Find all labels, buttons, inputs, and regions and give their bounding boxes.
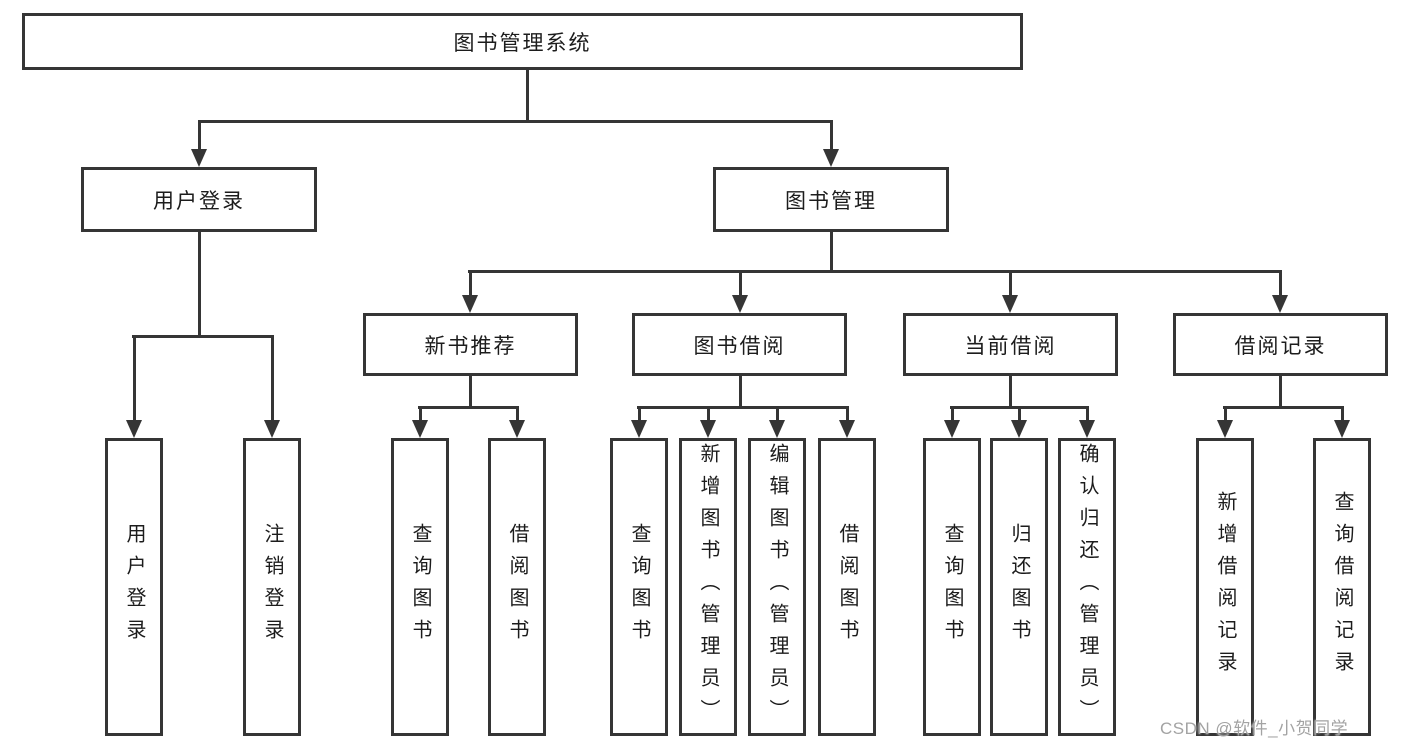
node-book-borrow: 图书借阅 [632, 313, 847, 376]
connector-vline [1341, 406, 1344, 422]
connector-vline [198, 120, 201, 151]
arrow-down-icon [769, 420, 785, 438]
connector-vline [830, 232, 833, 271]
arrow-down-icon [1011, 420, 1027, 438]
arrow-down-icon [1217, 420, 1233, 438]
connector-vline [739, 376, 742, 406]
connector-vline [707, 406, 710, 422]
connector-vline [1279, 376, 1282, 406]
connector-hline [198, 120, 832, 123]
node-current-borrow: 当前借阅 [903, 313, 1118, 376]
arrow-down-icon [1334, 420, 1350, 438]
node-book-management: 图书管理 [713, 167, 949, 232]
leaf-query-borrow-record: 查询借阅记录 [1313, 438, 1371, 736]
leaf-confirm-return-admin: 确认归还（管理员） [1058, 438, 1116, 736]
connector-vline [133, 335, 136, 422]
leaf-add-book-admin: 新增图书（管理员） [679, 438, 737, 736]
connector-hline [1223, 406, 1344, 409]
arrow-down-icon [191, 149, 207, 167]
connector-vline [469, 376, 472, 406]
arrow-down-icon [1079, 420, 1095, 438]
node-new-book-recommend: 新书推荐 [363, 313, 578, 376]
connector-hline [468, 270, 1282, 273]
connector-vline [198, 232, 201, 336]
leaf-logout: 注销登录 [243, 438, 301, 736]
connector-vline [526, 70, 529, 121]
arrow-down-icon [264, 420, 280, 438]
connector-vline [776, 406, 779, 422]
leaf-add-borrow-record: 新增借阅记录 [1196, 438, 1254, 736]
node-library-system: 图书管理系统 [22, 13, 1023, 70]
connector-vline [516, 406, 519, 422]
connector-vline [271, 335, 274, 422]
connector-vline [1018, 406, 1021, 422]
connector-vline [951, 406, 954, 422]
node-borrow-records: 借阅记录 [1173, 313, 1388, 376]
leaf-query-books-recommend: 查询图书 [391, 438, 449, 736]
arrow-down-icon [1002, 295, 1018, 313]
arrow-down-icon [412, 420, 428, 438]
arrow-down-icon [1272, 295, 1288, 313]
connector-vline [830, 120, 833, 151]
arrow-down-icon [509, 420, 525, 438]
connector-vline [638, 406, 641, 422]
connector-vline [1224, 406, 1227, 422]
leaf-query-books-current: 查询图书 [923, 438, 981, 736]
connector-hline [418, 406, 519, 409]
arrow-down-icon [700, 420, 716, 438]
connector-vline [846, 406, 849, 422]
connector-vline [1009, 270, 1012, 297]
arrow-down-icon [462, 295, 478, 313]
arrow-down-icon [823, 149, 839, 167]
connector-hline [132, 335, 273, 338]
connector-vline [419, 406, 422, 422]
connector-vline [1279, 270, 1282, 297]
arrow-down-icon [944, 420, 960, 438]
leaf-borrow-books-recommend: 借阅图书 [488, 438, 546, 736]
arrow-down-icon [732, 295, 748, 313]
arrow-down-icon [126, 420, 142, 438]
leaf-borrow-books: 借阅图书 [818, 438, 876, 736]
leaf-edit-book-admin: 编辑图书（管理员） [748, 438, 806, 736]
watermark: CSDN @软件_小贺同学 [1160, 719, 1349, 738]
leaf-query-books-borrow: 查询图书 [610, 438, 668, 736]
node-user-login: 用户登录 [81, 167, 317, 232]
arrow-down-icon [631, 420, 647, 438]
connector-hline [637, 406, 849, 409]
connector-vline [1009, 376, 1012, 406]
connector-vline [469, 270, 472, 297]
leaf-return-book: 归还图书 [990, 438, 1048, 736]
connector-vline [739, 270, 742, 297]
arrow-down-icon [839, 420, 855, 438]
connector-vline [1086, 406, 1089, 422]
leaf-user-login: 用户登录 [105, 438, 163, 736]
